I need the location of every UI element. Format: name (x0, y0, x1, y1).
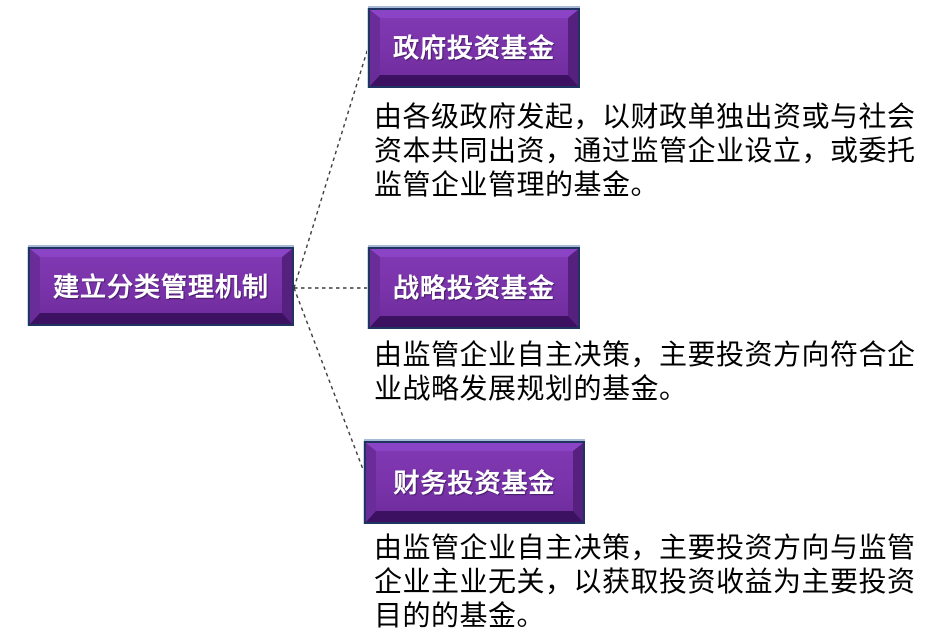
description-line: 业战略发展规划的基金。 (374, 372, 688, 405)
description-government-fund: 由各级政府发起，以财政单独出资或与社会 资本共同出资，通过监管企业设立，或委托 … (374, 100, 916, 202)
connector-root-to-financial (293, 287, 365, 473)
branch-node-label: 政府投资基金 (392, 34, 555, 64)
branch-node-face: 战略投资基金 (370, 249, 578, 327)
description-line: 由监管企业自主决策，主要投资方向符合企 (374, 338, 916, 371)
connector-root-to-government (293, 47, 369, 289)
branch-node-face: 财务投资基金 (366, 443, 583, 522)
description-line: 资本共同出资，通过监管企业设立，或委托 (374, 134, 916, 167)
root-node-label: 建立分类管理机制 (52, 272, 269, 303)
branch-node-label: 财务投资基金 (393, 468, 556, 499)
description-line: 监管企业管理的基金。 (374, 168, 660, 201)
description-line: 目的的基金。 (374, 599, 546, 632)
description-line: 企业主业无关，以获取投资收益为主要投资 (374, 565, 916, 598)
root-node-classification-mechanism: 建立分类管理机制 (28, 247, 294, 326)
description-strategic-fund: 由监管企业自主决策，主要投资方向符合企 业战略发展规划的基金。 (374, 338, 916, 406)
branch-node-face: 政府投资基金 (370, 10, 578, 86)
branch-node-strategic-fund: 战略投资基金 (368, 247, 580, 329)
root-node-face: 建立分类管理机制 (30, 249, 292, 324)
branch-node-label: 战略投资基金 (392, 274, 555, 304)
description-line: 由各级政府发起，以财政单独出资或与社会 (374, 100, 916, 133)
description-line: 由监管企业自主决策，主要投资方向与监管 (374, 531, 916, 564)
description-financial-fund: 由监管企业自主决策，主要投资方向与监管 企业主业无关，以获取投资收益为主要投资 … (374, 531, 916, 633)
branch-node-financial-fund: 财务投资基金 (364, 441, 585, 524)
branch-node-government-fund: 政府投资基金 (368, 8, 580, 88)
